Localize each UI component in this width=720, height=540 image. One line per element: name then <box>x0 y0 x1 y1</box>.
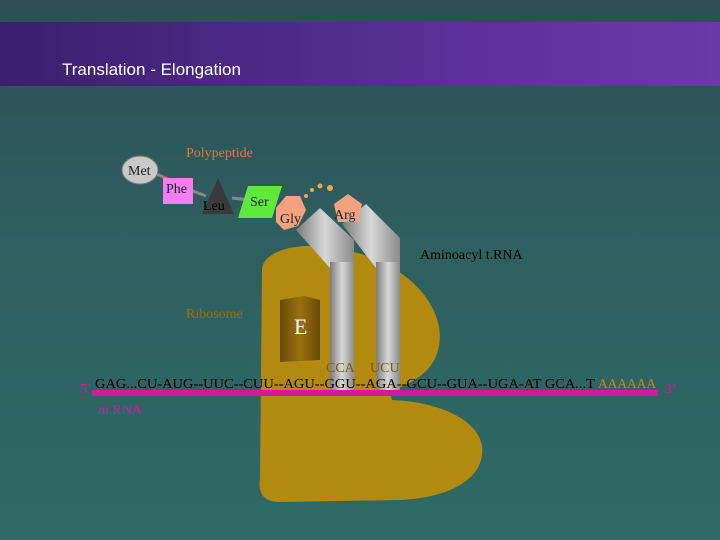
amino-acid-ser <box>238 186 282 218</box>
title-bar <box>0 22 720 86</box>
label-e-site: E <box>294 314 307 339</box>
label-polypeptide: Polypeptide <box>186 146 253 161</box>
label-mrna: m.RNA <box>98 403 143 418</box>
anticodon-cca: CCA <box>326 361 356 376</box>
amino-acid-leu <box>202 178 234 214</box>
slide-title: Translation - Elongation <box>62 60 241 79</box>
mrna-sequence: GAG...CU-AUG--UUC--CUU--AGU--GGU--AGA--G… <box>95 377 595 392</box>
label-arg: Arg <box>334 208 356 223</box>
motion-dots <box>304 183 333 198</box>
label-leu: Leu <box>203 199 225 214</box>
label-phe: Phe <box>166 182 187 197</box>
label-ser: Ser <box>250 195 269 210</box>
label-three-prime: 3’ <box>665 382 677 397</box>
label-met: Met <box>128 164 151 179</box>
anticodon-ucu: UCU <box>370 361 400 376</box>
amino-acid-met <box>121 155 159 185</box>
label-gly: Gly <box>280 212 301 227</box>
trna-cca <box>296 208 354 392</box>
e-site <box>280 296 320 362</box>
label-aminoacyl-trna: Aminoacyl t.RNA <box>420 248 524 263</box>
label-five-prime: 5’ <box>80 382 92 397</box>
amino-acid-phe <box>163 178 193 204</box>
label-ribosome: Ribosome <box>186 307 243 322</box>
amino-acid-arg <box>334 194 362 222</box>
poly-a-tail: AAAAAA <box>598 377 657 392</box>
mrna-strand <box>92 390 658 396</box>
amino-acid-gly <box>276 196 306 230</box>
